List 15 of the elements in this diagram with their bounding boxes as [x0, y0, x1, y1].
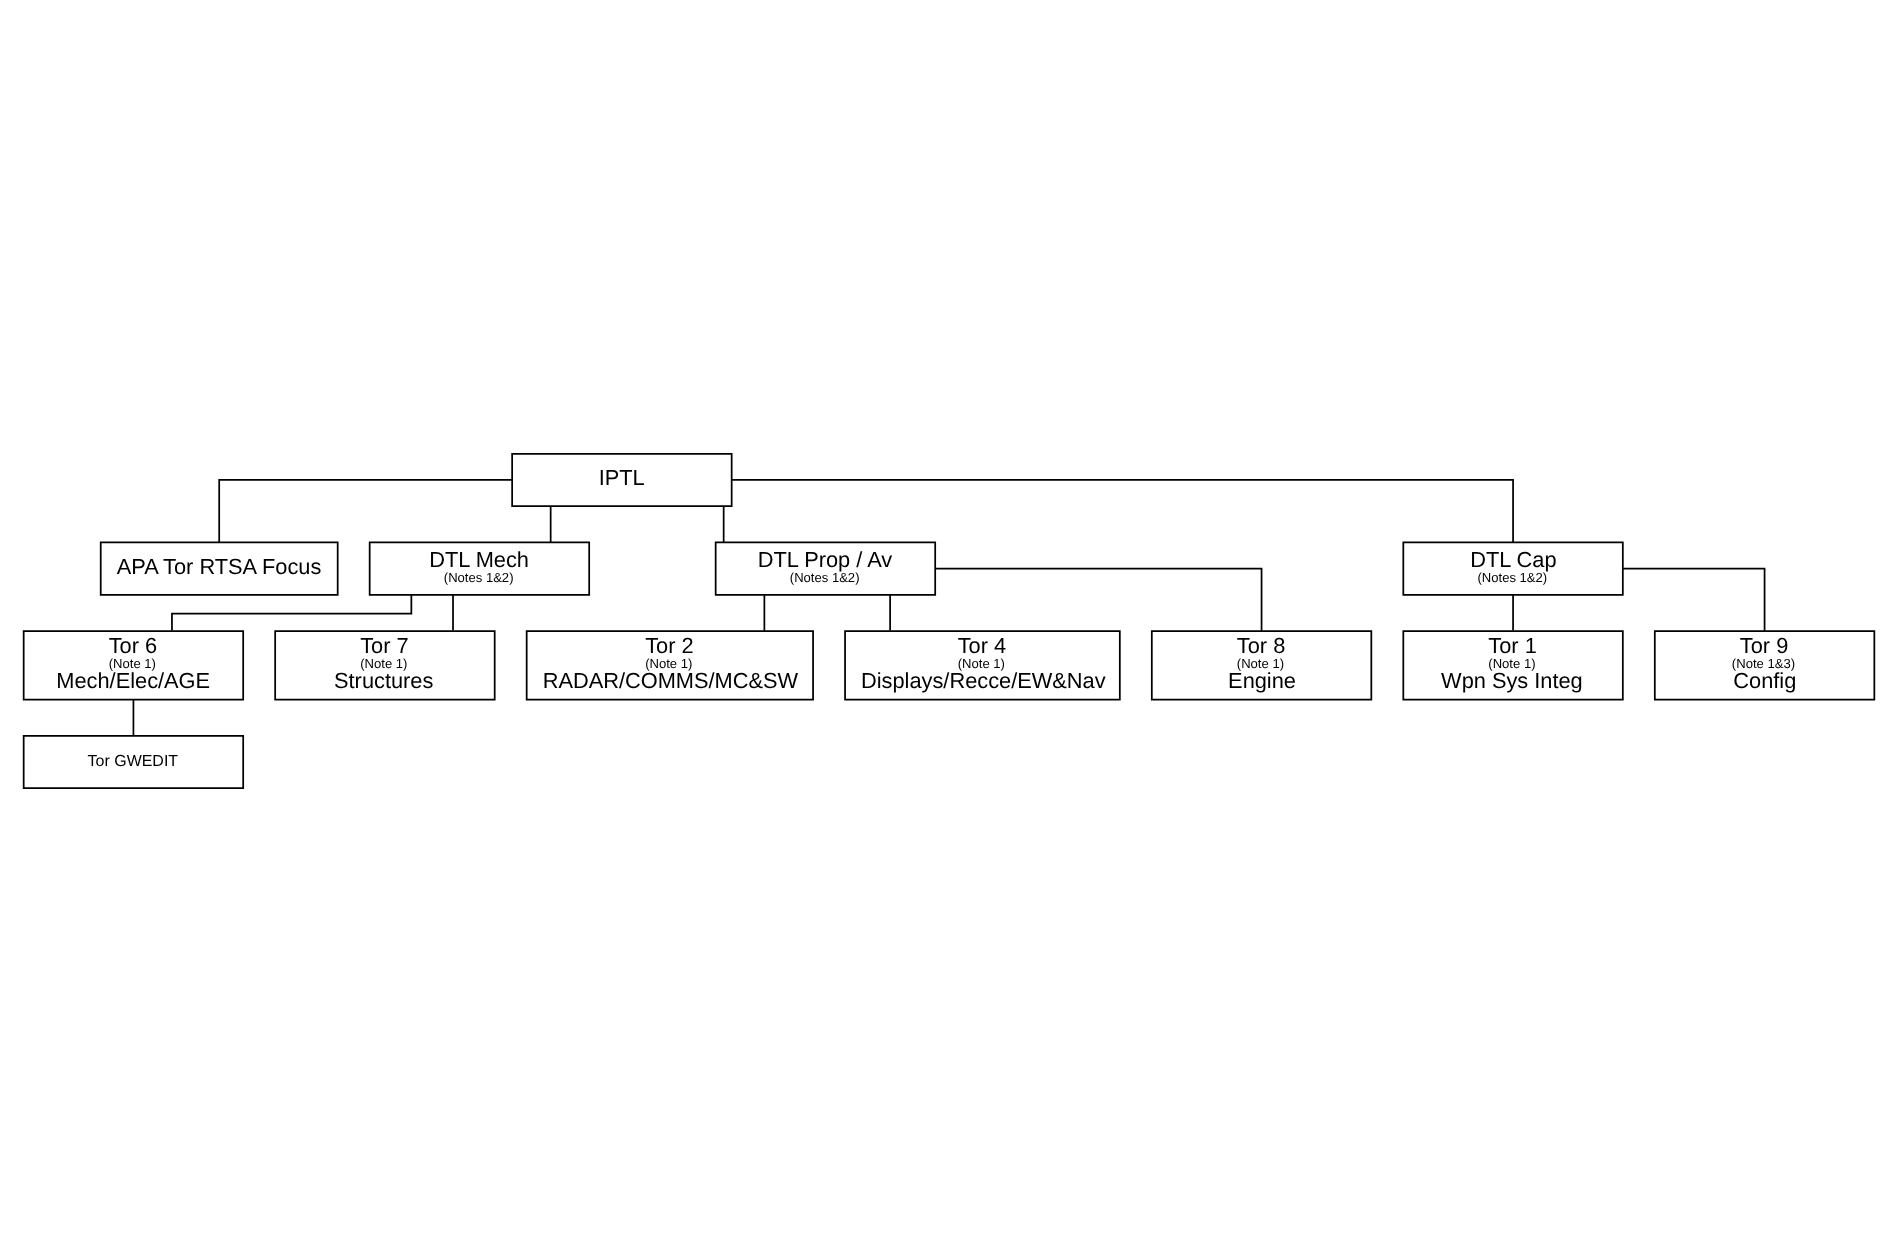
connector [452, 594, 454, 632]
connector [171, 594, 413, 632]
connector [132, 698, 135, 737]
node-box: Tor GWEDIT [22, 735, 245, 790]
connector [731, 479, 1514, 543]
connector [763, 594, 766, 632]
connector [1512, 594, 1514, 632]
connector [1622, 567, 1766, 632]
connector [934, 567, 1263, 632]
connector [722, 505, 725, 543]
node-box: APA Tor RTSA Focus [99, 541, 339, 596]
connector [218, 479, 513, 543]
connector [549, 505, 552, 543]
node-box: IPTL [511, 452, 733, 507]
connector [889, 594, 891, 632]
